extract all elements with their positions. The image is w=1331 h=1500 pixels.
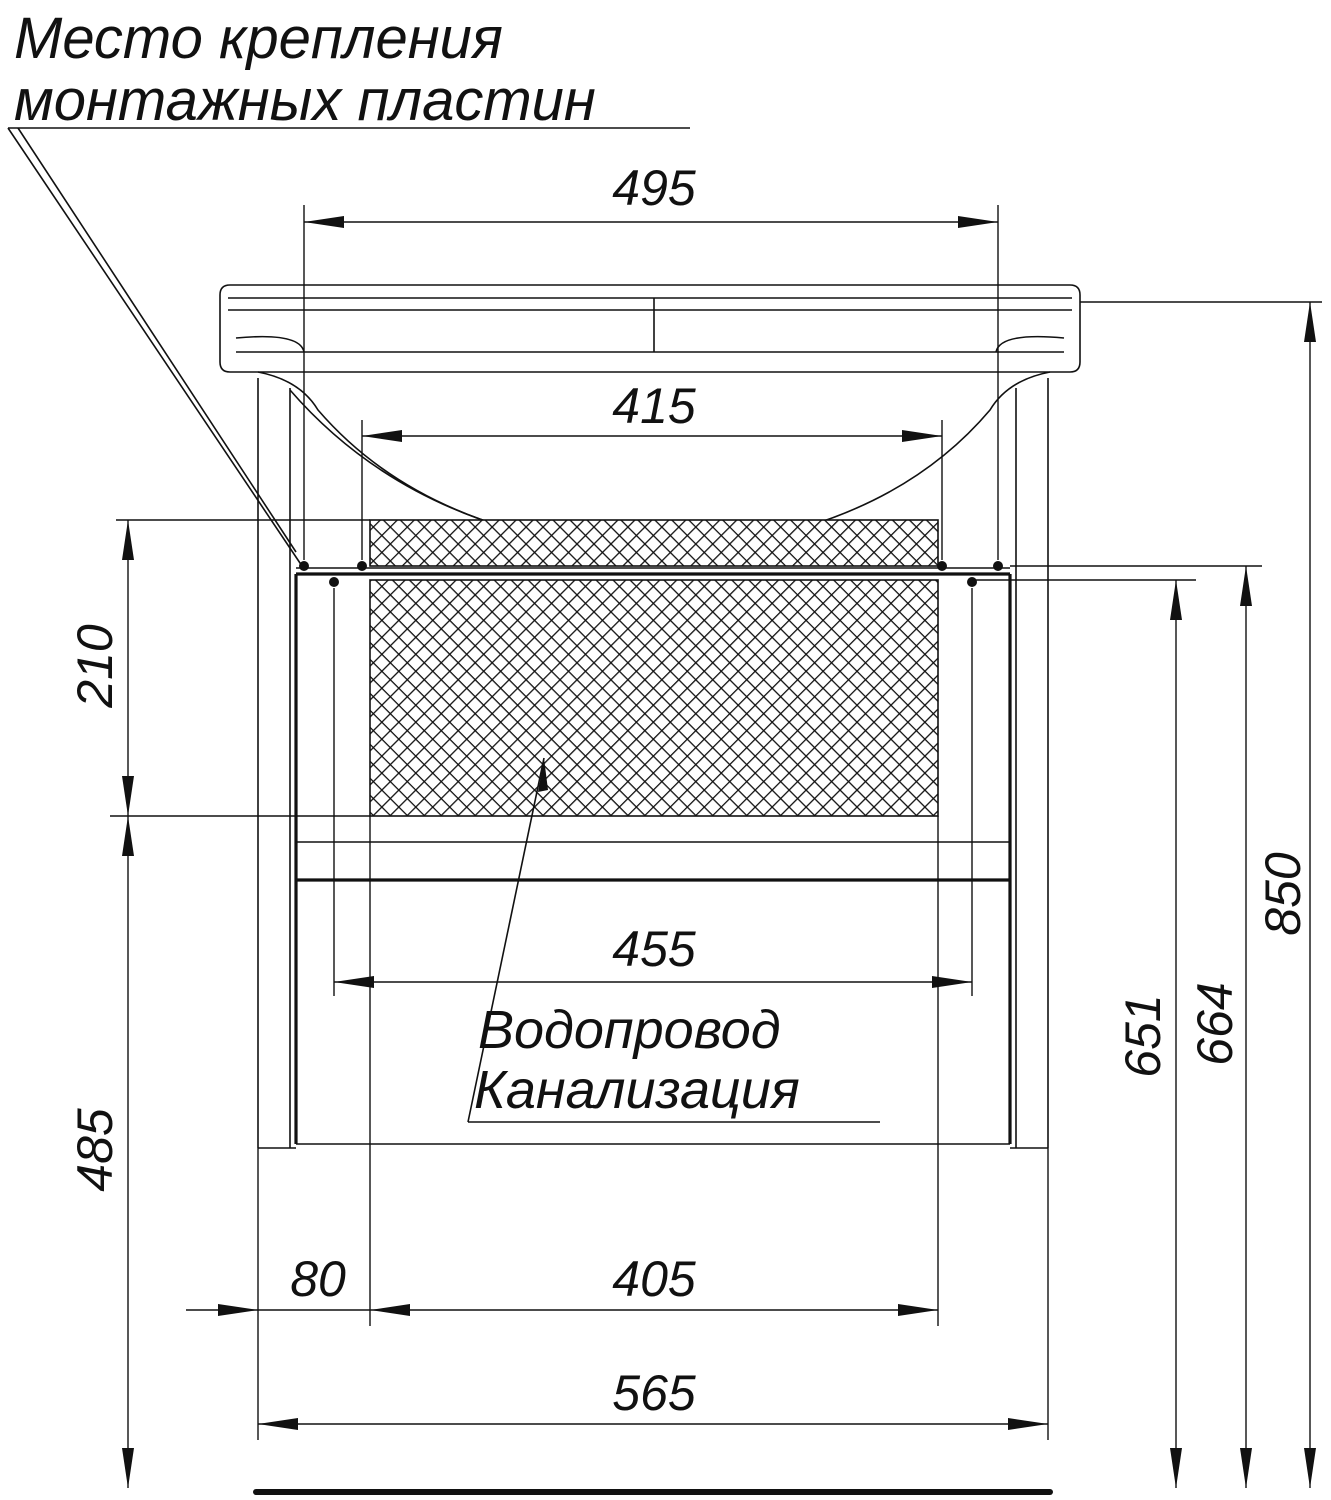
dim-850-label: 850 [1255,852,1311,936]
dim-455-label: 455 [612,921,696,977]
dim-495-label: 495 [612,160,696,216]
mounting-title-line1: Место крепления [14,6,503,71]
dim-right-heights [972,301,1322,1488]
dim-495 [303,205,999,560]
dim-565-label: 565 [612,1365,696,1421]
dim-80-label: 80 [290,1251,346,1307]
basin-top [219,284,1081,553]
cabinet-frame [257,378,1049,1149]
dim-415 [361,420,943,560]
dim-664-label: 664 [1187,982,1243,1065]
mounting-leader-2 [17,127,297,553]
plumbing-line1: Водопровод [478,1000,781,1060]
dim-651-label: 651 [1115,994,1171,1077]
plumbing-arrow [538,758,548,792]
dim-485-label: 485 [67,1108,123,1192]
dim-210-485 [110,519,370,1488]
rear-mesh-panel [369,519,939,567]
dim-455 [333,588,973,996]
dim-80-405 [186,816,1049,1440]
dim-405-label: 405 [612,1251,696,1307]
dim-415-label: 415 [612,378,696,434]
mounting-title-line2: монтажных пластин [14,68,596,133]
dim-210-label: 210 [67,624,123,709]
mounting-leader-1 [7,127,303,567]
plumbing-leader [467,757,545,1123]
plumbing-cutout-mesh [369,579,939,817]
mounting-points [299,561,1003,587]
dim-565 [258,1418,1048,1430]
plumbing-line2: Канализация [474,1060,800,1120]
